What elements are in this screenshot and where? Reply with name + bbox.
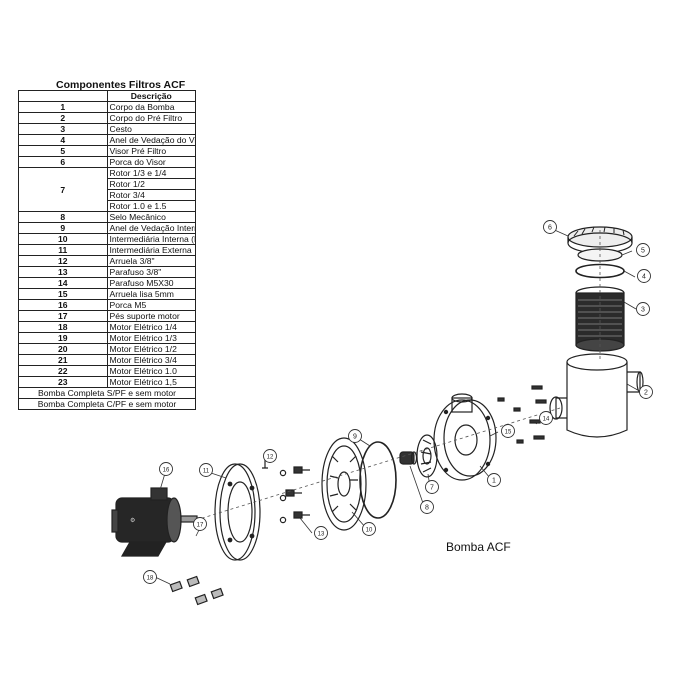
callout-12: 12: [263, 449, 277, 463]
mechanical-seal-part: [399, 451, 418, 465]
callout-6: 6: [543, 220, 557, 234]
parts-table-title: Componentes Filtros ACF: [56, 79, 186, 91]
callout-label: 9: [353, 434, 357, 441]
callout-2: 2: [639, 385, 653, 399]
callout-label: 5: [641, 248, 645, 255]
callout-label: 13: [318, 532, 325, 538]
part-description: Motor Elétrico 1.0: [106, 365, 196, 377]
callout-label: 10: [366, 528, 373, 534]
callout-1: 1: [487, 473, 501, 487]
callout-label: 16: [163, 468, 170, 474]
callout-8: 8: [420, 500, 434, 514]
callout-16: 16: [159, 462, 173, 476]
callout-label: 11: [203, 469, 210, 475]
callout-label: 6: [548, 225, 552, 232]
assembly-axis-line: [195, 230, 601, 521]
svg-text:⚙: ⚙: [130, 517, 135, 524]
intermediate-seal-ring-part: [359, 441, 397, 519]
callout-3: 3: [636, 302, 650, 316]
external-intermediate-part: [214, 463, 261, 561]
motor-feet-part: [169, 575, 224, 606]
callout-label: 17: [197, 523, 204, 529]
callout-7: 7: [425, 480, 439, 494]
callout-label: 8: [425, 505, 429, 512]
callout-label: 4: [642, 274, 646, 281]
callout-11: 11: [199, 463, 213, 477]
washers-3-8-part: [262, 452, 287, 524]
callout-5: 5: [636, 243, 650, 257]
callout-10: 10: [362, 522, 376, 536]
callout-label: 12: [267, 455, 274, 461]
table-footer-row: Bomba Completa C/PF e sem motor: [18, 398, 196, 410]
callout-18: 18: [143, 570, 157, 584]
diagram-caption: Bomba ACF: [446, 540, 511, 554]
callout-label: 18: [147, 576, 154, 582]
callout-label: 1: [492, 478, 496, 485]
callout-label: 3: [641, 307, 645, 314]
impeller-part: [416, 434, 438, 478]
callout-13: 13: [314, 526, 328, 540]
callout-9: 9: [348, 429, 362, 443]
callout-label: 15: [505, 430, 512, 436]
callout-14: 14: [539, 411, 553, 425]
pre-filter-body-part: [549, 353, 644, 438]
callout-17: 17: [193, 517, 207, 531]
part-number: 7: [18, 167, 108, 212]
callout-label: 7: [430, 485, 434, 492]
callout-label: 14: [543, 417, 550, 423]
electric-motor-part: ⚙: [111, 487, 198, 557]
callout-label: 2: [644, 390, 648, 397]
callout-4: 4: [637, 269, 651, 283]
complete-pump-option: Bomba Completa C/PF e sem motor: [18, 398, 196, 410]
internal-bracket-part: [321, 437, 367, 531]
pump-body-part: [433, 393, 497, 481]
screws-3-8-part: [285, 466, 310, 519]
callout-15: 15: [501, 424, 515, 438]
